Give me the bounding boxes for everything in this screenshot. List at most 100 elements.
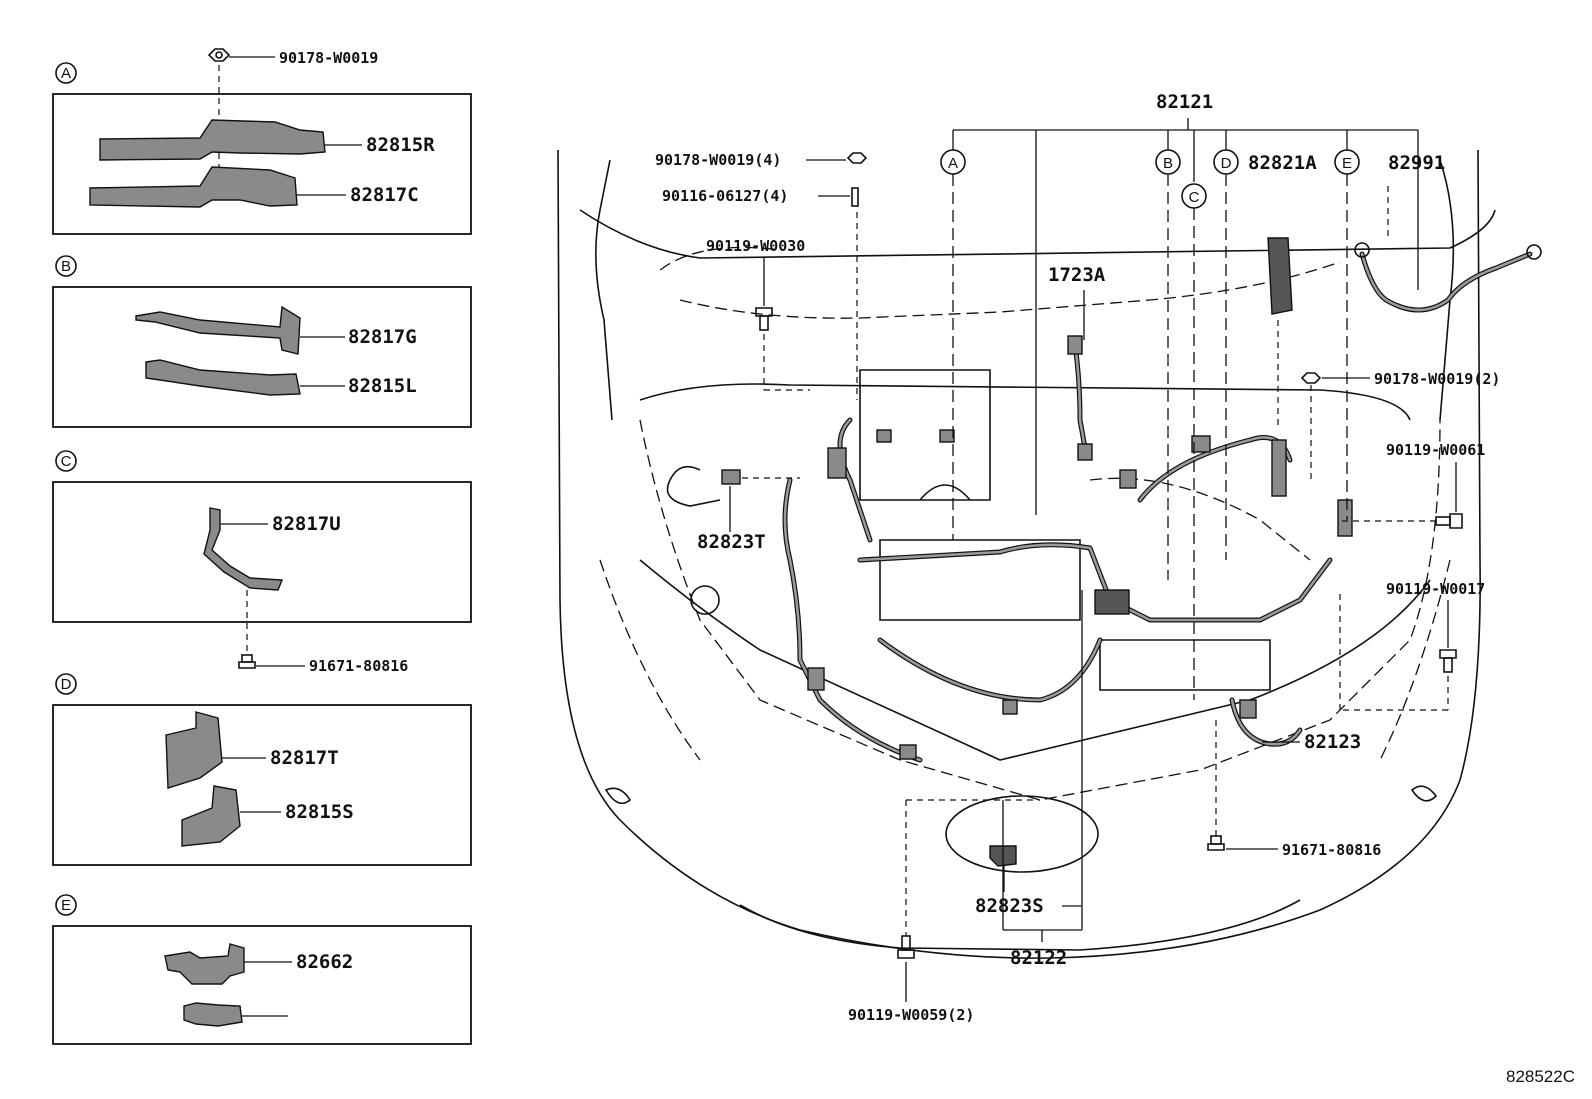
callout-1723a: 1723A — [1048, 264, 1106, 461]
main-letter-d: D — [1221, 155, 1232, 172]
label-91671-80816-c: 91671-80816 — [309, 657, 408, 675]
clip-icon — [207, 48, 231, 62]
part-82662 — [183, 1002, 243, 1027]
callout-bolt-right-upper: 90119-W0061 — [1340, 441, 1485, 529]
main-letter-e: E — [1342, 155, 1352, 172]
ring-terminal-icon — [1526, 244, 1542, 260]
callout-82123: 82123 — [1229, 697, 1361, 753]
main-letter-c: C — [1189, 189, 1200, 206]
label-90178-w0019-a: 90178-W0019 — [279, 49, 378, 67]
bolt-icon — [1439, 649, 1457, 659]
detail-panel-b: B 82817G 82815L — [52, 255, 472, 428]
part-82823t — [721, 469, 741, 485]
label-82823s: 82823S — [975, 895, 1044, 917]
part-82815l — [145, 359, 301, 396]
wire-harness-82122 — [782, 417, 1333, 763]
main-letter-a: A — [948, 155, 958, 172]
callout-bolt-lower-right: 91671-80816 — [1207, 720, 1381, 859]
callout-bolt-right-lower: 90119-W0017 — [1339, 580, 1485, 711]
part-82815s — [181, 785, 241, 847]
panel-d-letter: D — [61, 676, 72, 693]
panel-c-letter: C — [61, 453, 72, 470]
label-82122: 82122 — [1010, 947, 1067, 969]
label-82817t: 82817T — [270, 747, 339, 769]
main-callout-a: A — [940, 149, 966, 540]
label-82121: 82121 — [1156, 91, 1213, 113]
engine-block — [666, 369, 1271, 691]
label-82823t: 82823T — [697, 531, 766, 553]
callout-82991: 82991 — [1354, 152, 1542, 313]
bolt-icon — [1210, 835, 1222, 845]
clip-icon — [1300, 372, 1322, 384]
part-82817g — [135, 305, 301, 355]
panel-b-marker — [55, 255, 77, 277]
label-90178-w0019-2: 90178-W0019(2) — [1374, 370, 1500, 388]
label-90116-06127-4: 90116-06127(4) — [662, 187, 788, 205]
stud-icon — [851, 187, 859, 207]
bolt-icon — [755, 307, 773, 317]
vehicle-outline — [557, 149, 1496, 959]
label-82815r: 82815R — [366, 134, 435, 156]
label-90178-w0019-4: 90178-W0019(4) — [655, 151, 781, 169]
label-82821a: 82821A — [1248, 152, 1317, 174]
label-82815l: 82815L — [348, 375, 417, 397]
detail-panel-d: D 82817T 82815S — [52, 673, 472, 866]
label-90119-w0030: 90119-W0030 — [706, 237, 805, 255]
part-82817u — [203, 507, 284, 591]
label-82661d: 82662 — [296, 951, 353, 973]
label-1723a: 1723A — [1048, 264, 1106, 286]
label-82991: 82991 — [1388, 152, 1445, 174]
label-91671-80816-main: 91671-80816 — [1282, 841, 1381, 859]
panel-b-box — [52, 286, 472, 428]
main-letter-b: B — [1163, 155, 1173, 172]
main-callout-b: B — [1155, 149, 1181, 580]
label-90119-w0059-2: 90119-W0059(2) — [848, 1006, 974, 1024]
detail-panel-c: C 82817U 91671-80816 — [52, 450, 472, 675]
label-82815s: 82815S — [285, 801, 354, 823]
harness-connectors — [807, 429, 1353, 760]
callout-bolt-left: 90119-W0030 — [706, 237, 810, 391]
panel-e-letter: E — [61, 897, 71, 914]
panel-a-letter: A — [61, 65, 71, 82]
main-callout-c: C — [1181, 183, 1207, 700]
detail-panel-e: E 82662 — [52, 894, 472, 1045]
panel-e-marker — [55, 894, 77, 916]
clip-icon — [846, 152, 868, 164]
callout-clip-right: 90178-W0019(2) — [1300, 370, 1500, 480]
callout-bolt-bottom: 90119-W0059(2) — [848, 799, 1040, 1024]
panel-c-box — [52, 481, 472, 623]
part-82817t — [165, 711, 223, 789]
callout-82121: 82121 — [952, 91, 1419, 515]
panel-b-letter: B — [61, 258, 71, 275]
part-82817c — [89, 166, 298, 208]
label-90119-w0017: 90119-W0017 — [1386, 580, 1485, 598]
callout-82823t: 82823T — [697, 469, 800, 553]
label-82817u: 82817U — [272, 513, 341, 535]
detail-panel-a: A 90178-W0019 82815R 82817C — [52, 48, 472, 235]
label-82817g: 82817G — [348, 326, 417, 348]
callout-82122: 82122 — [1002, 590, 1083, 969]
callout-82821a: 82821A — [1248, 152, 1317, 497]
part-82661d — [164, 943, 245, 985]
label-82817c: 82817C — [350, 184, 419, 206]
callout-82823s: 82823S — [975, 845, 1082, 917]
panel-a-marker — [55, 62, 77, 84]
engine-bay-view: 82121 A B C D — [557, 91, 1542, 1024]
main-callout-d: D — [1213, 149, 1239, 560]
panel-c-marker — [55, 450, 77, 472]
part-82821a — [1267, 237, 1293, 315]
main-callout-e: E — [1334, 149, 1360, 520]
panel-a-box — [52, 93, 472, 235]
label-82123: 82123 — [1304, 731, 1361, 753]
label-90119-w0061: 90119-W0061 — [1386, 441, 1485, 459]
panel-d-box — [52, 704, 472, 866]
panel-d-marker — [55, 673, 77, 695]
diagram-code: 828522C — [1506, 1067, 1575, 1086]
ring-terminal-icon — [1354, 242, 1370, 258]
bolt-icon — [1449, 513, 1463, 529]
callout-clip-top: 90178-W0019(4) 90116-06127(4) — [655, 151, 868, 400]
part-82815r — [99, 119, 326, 161]
bolt-icon — [238, 654, 256, 669]
panel-e-box — [52, 925, 472, 1045]
